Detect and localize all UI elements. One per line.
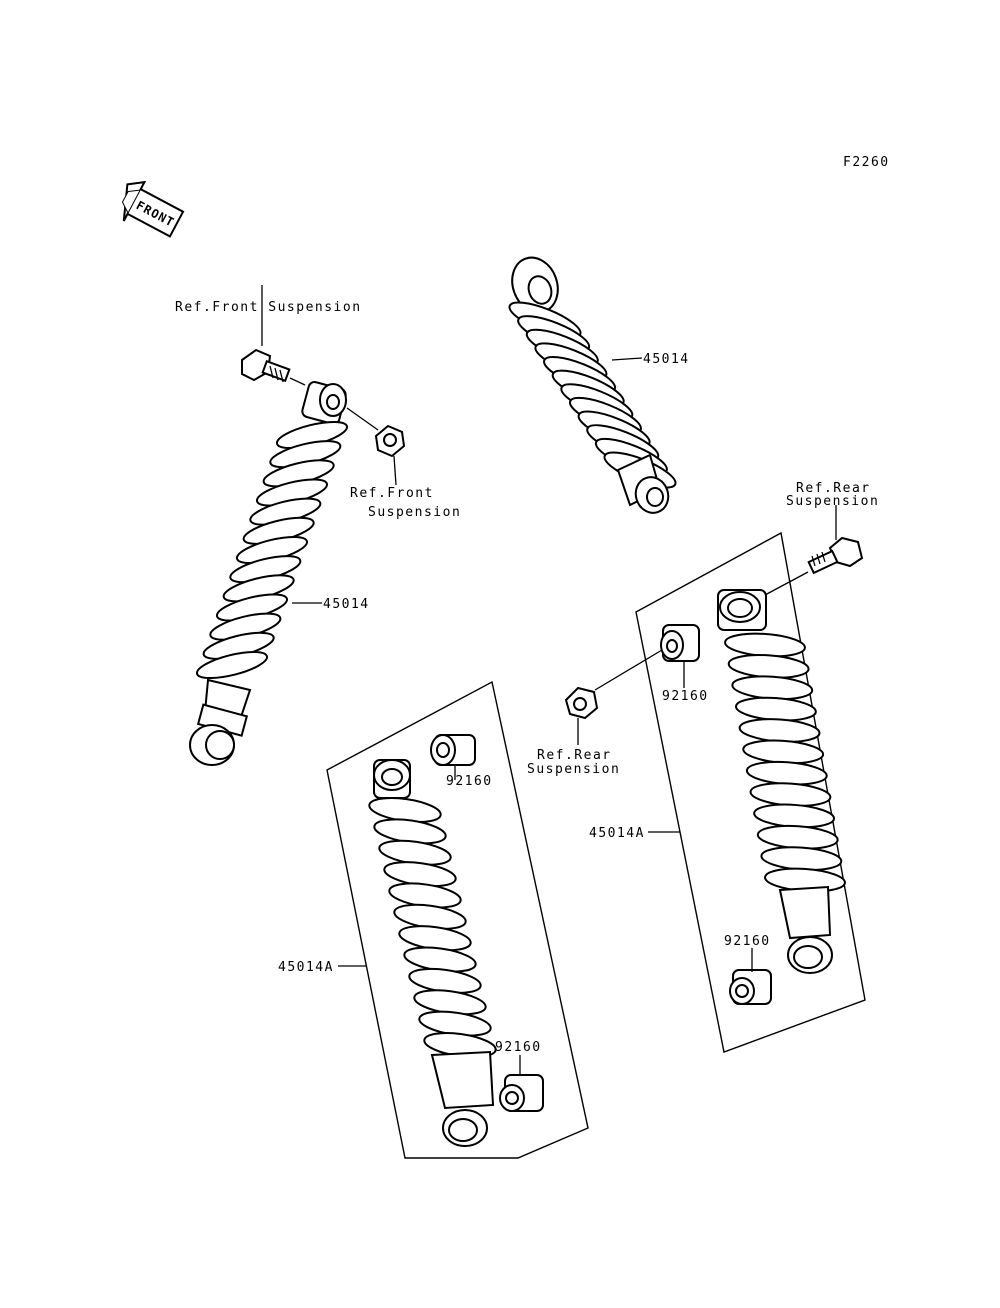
bushing-92160-upper-left — [430, 734, 476, 766]
label-92160-c: 92160 — [662, 689, 709, 704]
shock-45014-top — [508, 256, 677, 514]
label-ref-rear-right-1: Ref.Rear — [796, 481, 871, 496]
front-nut — [374, 424, 406, 458]
rear-nut — [564, 686, 599, 720]
bushing-92160-lower-left — [499, 1074, 544, 1112]
box-45014A-right — [635, 531, 866, 1053]
shock-45014A-left — [368, 734, 544, 1147]
label-ref-front-top: Ref.Front Suspension — [175, 300, 362, 315]
figure-code: F2260 — [843, 155, 890, 170]
spring-coil — [195, 650, 269, 680]
box-45014A-left — [326, 680, 589, 1159]
label-92160-b: 92160 — [495, 1040, 542, 1055]
label-ref-rear-right-2: Suspension — [786, 494, 879, 509]
front-arrow-icon: FRONT — [121, 180, 185, 238]
label-45014A-right: 45014A — [589, 826, 645, 841]
label-92160-d: 92160 — [724, 934, 771, 949]
label-45014-top: 45014 — [643, 352, 690, 367]
bushing-92160-upper-right — [660, 624, 700, 662]
front-bolt — [241, 348, 291, 383]
label-92160-a: 92160 — [446, 774, 493, 789]
rear-bolt — [807, 536, 864, 575]
label-45014A-left: 45014A — [278, 960, 334, 975]
shock-45014-left — [189, 348, 406, 766]
label-ref-rear-mid-2: Suspension — [527, 762, 620, 777]
label-ref-front-nut-2: Suspension — [368, 505, 461, 520]
shock-45014A-right — [564, 536, 864, 1005]
bushing-92160-lower-right — [729, 969, 772, 1005]
label-45014-left: 45014 — [323, 597, 370, 612]
label-ref-rear-mid-1: Ref.Rear — [537, 748, 612, 763]
label-ref-front-nut-1: Ref.Front — [350, 486, 434, 501]
